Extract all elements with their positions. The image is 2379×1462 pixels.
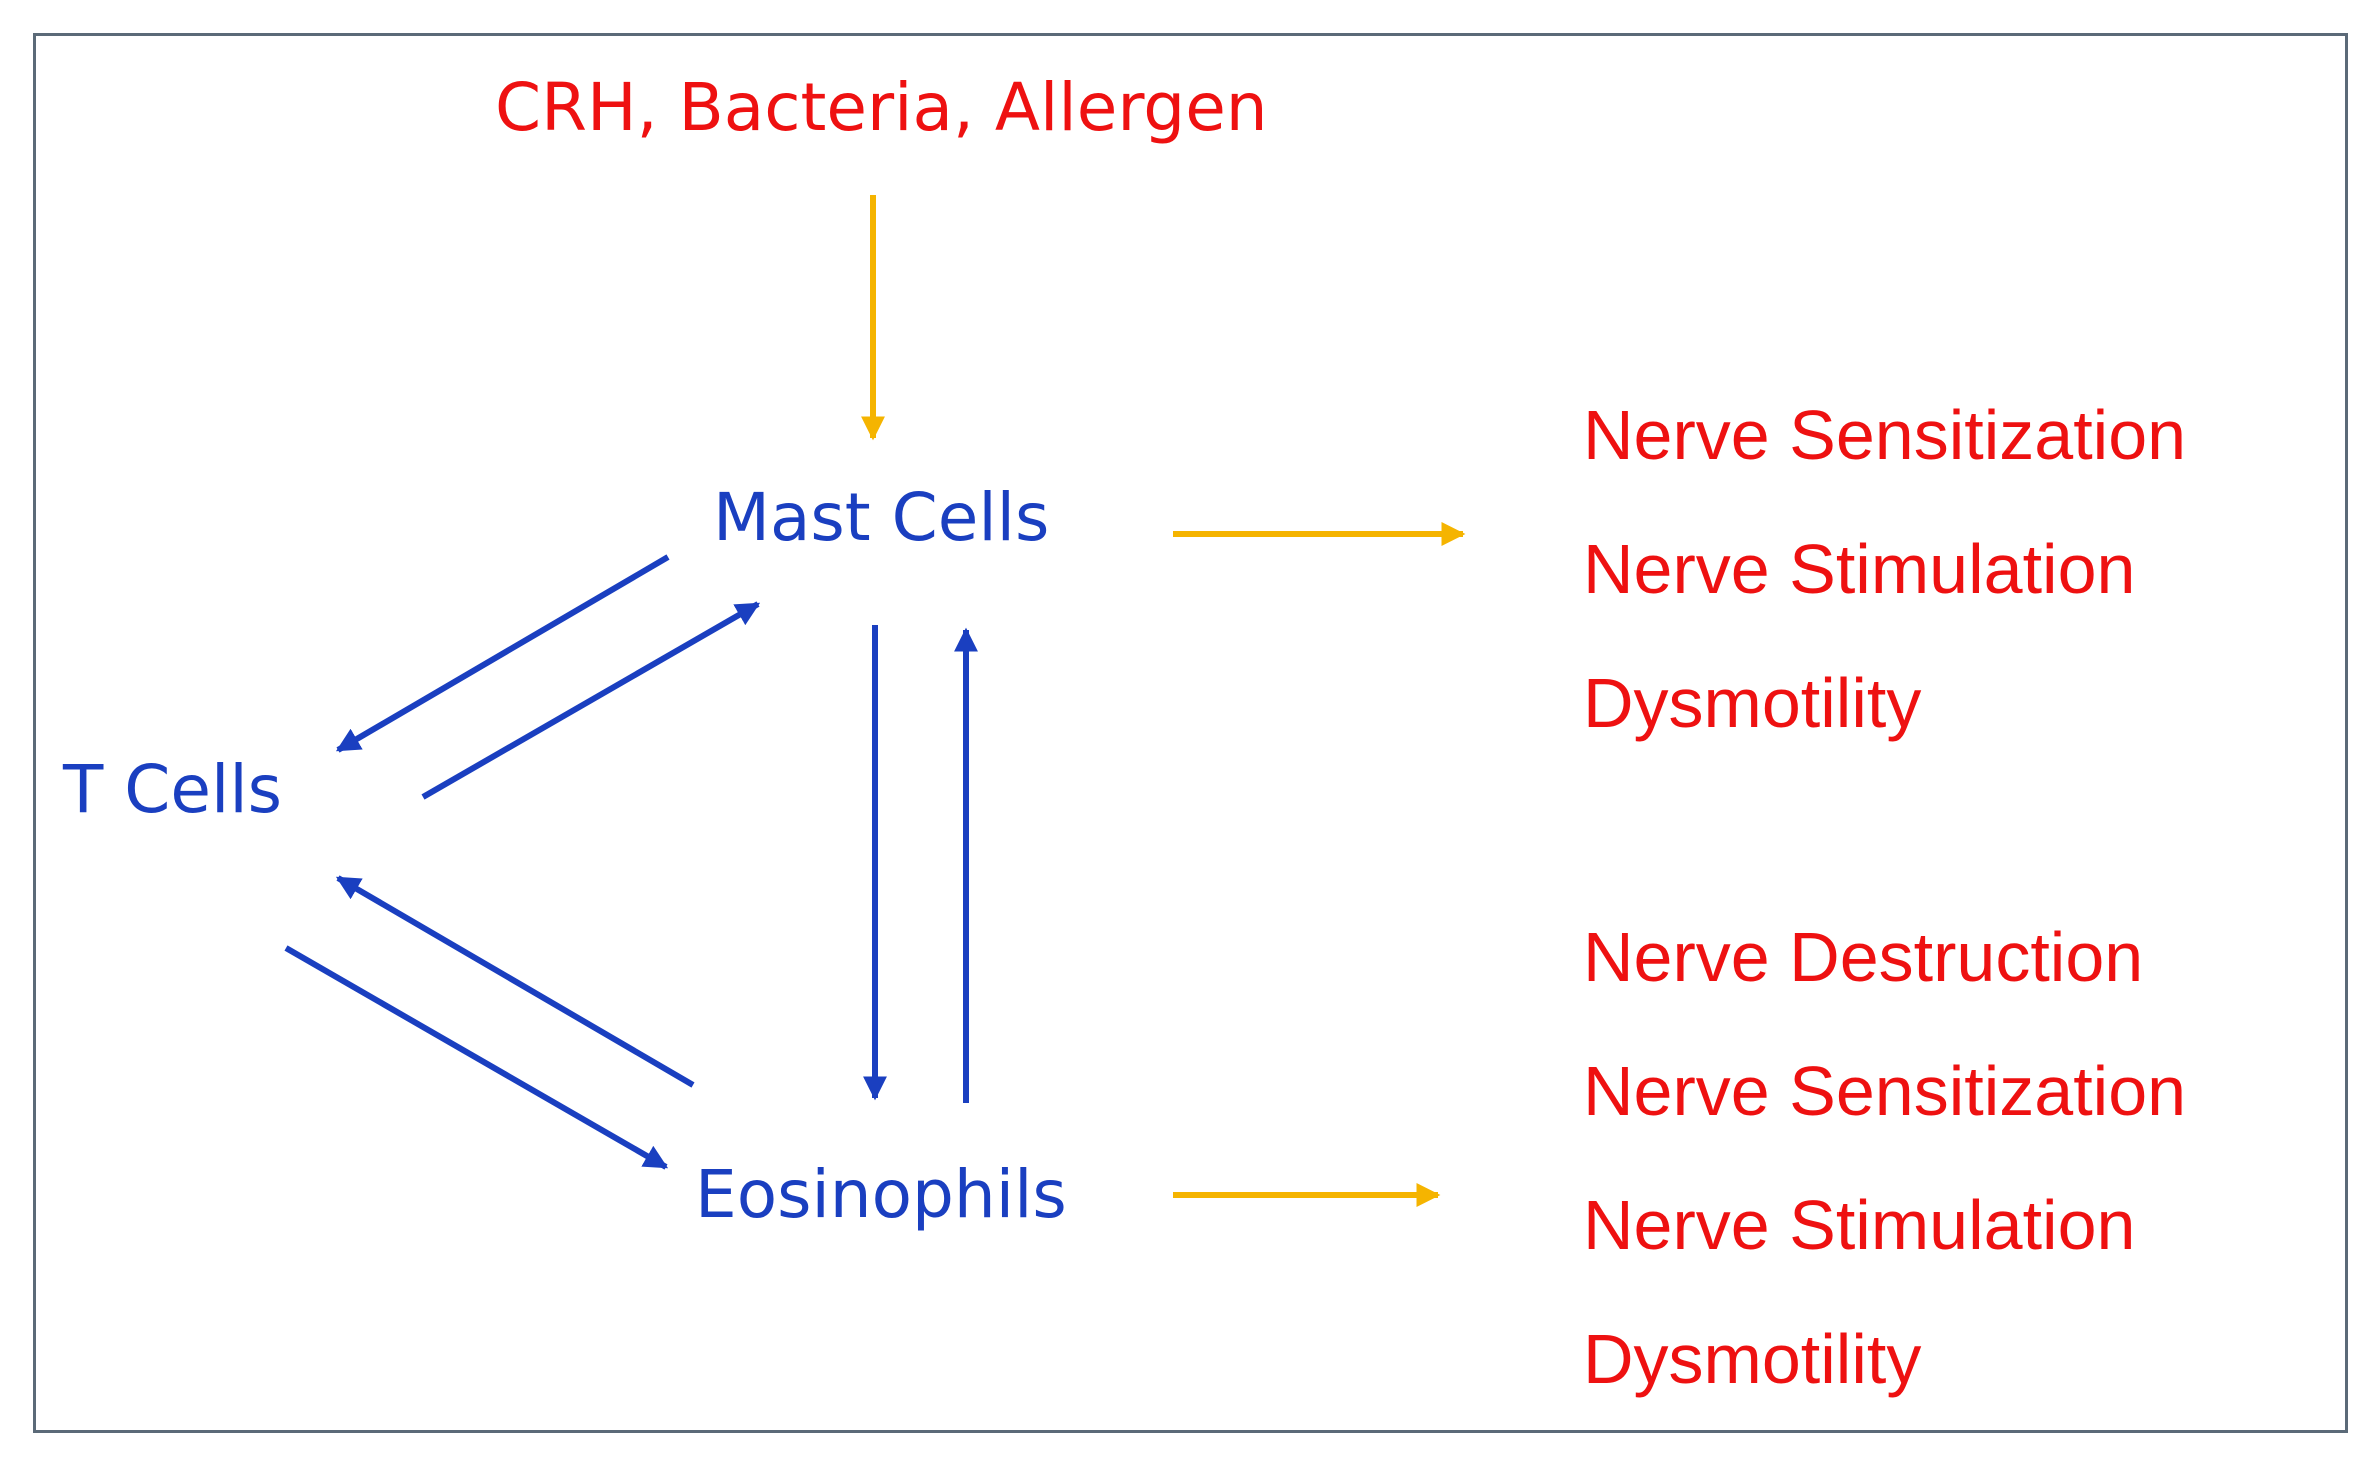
mast-cells-node: Mast Cells bbox=[713, 479, 1050, 556]
mast-to-tcells-arrow bbox=[335, 554, 670, 753]
eos-effect-item: Nerve Sensitization bbox=[1583, 1052, 2187, 1130]
eos-effect-item: Dysmotility bbox=[1583, 1320, 1922, 1398]
eosinophil-effects-list: Nerve Destruction Nerve Sensitization Ne… bbox=[1583, 922, 2186, 1458]
eosinophils-node: Eosinophils bbox=[695, 1156, 1067, 1233]
eos-to-tcells-arrow bbox=[335, 875, 695, 1088]
mast-effect-item: Nerve Stimulation bbox=[1583, 530, 2136, 608]
t-cells-node: T Cells bbox=[63, 751, 283, 828]
tcells-to-mast-arrow bbox=[421, 601, 761, 800]
diagram-frame bbox=[33, 33, 2348, 1433]
mast-cell-effects-list: Nerve Sensitization Nerve Stimulation Dy… bbox=[1583, 400, 2186, 802]
trigger-label: CRH, Bacteria, Allergen bbox=[495, 69, 1268, 146]
eos-effect-item: Nerve Stimulation bbox=[1583, 1186, 2136, 1264]
mast-effect-item: Dysmotility bbox=[1583, 664, 1922, 742]
eos-effect-item: Nerve Destruction bbox=[1583, 918, 2144, 996]
tcells-to-eos-arrow bbox=[284, 945, 669, 1170]
mast-effect-item: Nerve Sensitization bbox=[1583, 396, 2187, 474]
